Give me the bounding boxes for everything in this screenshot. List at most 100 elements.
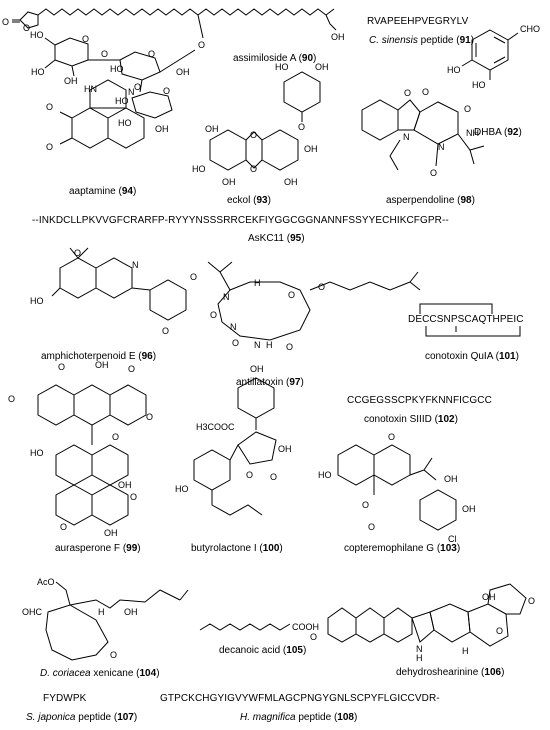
- compound-name: butyrolactone I: [191, 543, 257, 554]
- structure-amphichoterpenoid-e: O N HO O O: [30, 247, 197, 336]
- species-name: S. japonica: [26, 712, 76, 723]
- compound-number: 95: [290, 233, 302, 244]
- atom-n: N: [416, 644, 423, 654]
- atom-ho: HO: [30, 30, 44, 40]
- structure-dehydroshearinine: N H O OH O O H: [310, 583, 535, 663]
- atom-ho: HO: [30, 296, 44, 306]
- compound-number: 103: [440, 543, 457, 554]
- compound-number: 104: [139, 668, 157, 679]
- s-japonica-peptide-sequence: FYDWPK: [43, 693, 87, 704]
- atom-h: H: [254, 278, 261, 288]
- dehydroshearinine-label: dehydroshearinine (106): [396, 667, 505, 678]
- atom-h: H: [416, 653, 423, 663]
- atom-o: O: [163, 86, 170, 96]
- compound-number: 105: [286, 645, 303, 656]
- label-suffix: peptide: [75, 712, 112, 723]
- atom-oh: OH: [64, 76, 78, 86]
- atom-o: O: [130, 492, 137, 502]
- atom-nh: NH: [466, 128, 479, 138]
- compound-number: 101: [498, 351, 516, 362]
- structure-dhba: CHO HO HO: [447, 24, 540, 90]
- atom-oh: OH: [222, 177, 236, 187]
- atom-o: O: [101, 49, 108, 59]
- h-magnifica-peptide-sequence: GTPCKCHGYIGVYWFMLAGCPNGYGNLSCPYFLGICCVDR…: [160, 693, 440, 704]
- atom-oh: OH: [315, 62, 329, 72]
- compound-name: aaptamine: [69, 186, 116, 197]
- atom-o: O: [74, 248, 81, 258]
- compound-number: 91: [459, 35, 471, 46]
- atom-aco: AcO: [37, 577, 55, 587]
- atom-o: O: [128, 364, 135, 374]
- conotoxin-siiid-sequence: CCGEGSSCPKYFKNNFICGCC: [347, 395, 492, 406]
- atom-o: O: [368, 522, 375, 532]
- atom-oh: OH: [118, 480, 132, 490]
- d-coriacea-xenicane-label: D. coriacea xenicane (104): [40, 668, 160, 679]
- compound-number: 96: [141, 351, 153, 362]
- atom-ho: HO: [175, 484, 189, 494]
- aaptamine-label: aaptamine (94): [69, 186, 137, 197]
- conotoxin-quia-label: conotoxin QuIA (101): [425, 351, 519, 362]
- decanoic-acid-label: decanoic acid (105): [219, 645, 307, 656]
- compound-name: conotoxin QuIA: [425, 351, 493, 362]
- atom-o: O: [362, 500, 369, 510]
- atom-o: O: [162, 326, 169, 336]
- conotoxin-siiid-label: conotoxin SIIID (102): [364, 414, 458, 425]
- atom-o: O: [232, 338, 239, 348]
- atom-o: O: [388, 432, 395, 442]
- antillatoxin-label: antillatoxin (97): [236, 377, 304, 388]
- structure-antillatoxin: N N H O O O H N O O: [207, 261, 421, 352]
- atom-ho: HO: [275, 62, 289, 72]
- compound-number: 108: [337, 712, 354, 723]
- compound-name: aurasperone F: [55, 543, 121, 554]
- compound-name: assimiloside A: [233, 53, 296, 64]
- atom-o: O: [318, 282, 325, 292]
- atom-h: H: [266, 340, 273, 350]
- compound-name: dehydroshearinine: [396, 667, 479, 678]
- atom-o: O: [464, 104, 471, 114]
- c-sinensis-peptide-sequence: RVAPEEHPVEGRYLV: [367, 16, 469, 27]
- atom-o: O: [298, 122, 305, 132]
- atom-oh: OH: [284, 177, 298, 187]
- atom-o: O: [134, 82, 141, 92]
- atom-oh: OH: [205, 124, 219, 134]
- compound-name: AsKC11: [248, 233, 284, 244]
- atom-o: O: [2, 17, 9, 27]
- asperpendoline-label: asperpendoline (98): [386, 195, 475, 206]
- compound-name: antillatoxin: [236, 377, 284, 388]
- atom-o: O: [286, 342, 293, 352]
- structure-decanoic-acid: COOH: [199, 622, 319, 632]
- compound-number: 100: [262, 543, 280, 554]
- compound-number: 93: [256, 195, 268, 206]
- label-suffix: xenicane: [90, 668, 134, 679]
- atom-o: O: [404, 88, 411, 98]
- compound-number: 99: [126, 543, 138, 554]
- aurasperone-f-label: aurasperone F (99): [55, 543, 141, 554]
- atom-o: O: [146, 412, 153, 422]
- amphichoterpenoid-e-label: amphichoterpenoid E (96): [41, 351, 157, 362]
- atom-o: O: [82, 34, 89, 44]
- atom-ho: HO: [472, 80, 486, 90]
- compound-name: asperpendoline: [386, 195, 455, 206]
- atom-oh: OH: [304, 144, 318, 154]
- atom-cooh: COOH: [292, 622, 319, 632]
- atom-ho: HO: [318, 470, 332, 480]
- atom-cl: Cl: [448, 534, 457, 544]
- compound-number: 106: [484, 667, 502, 678]
- structure-conotoxin-quia: [419, 303, 521, 337]
- compound-name: decanoic acid: [219, 645, 281, 656]
- atom-o: O: [46, 102, 53, 112]
- conotoxin-quia-sequence: DECCSNPSCAQTHPEIC: [408, 314, 524, 325]
- copteremophilane-g-label: copteremophilane G (103): [344, 543, 461, 554]
- atom-n: N: [132, 260, 139, 270]
- atom-oh: OH: [124, 607, 138, 617]
- atom-oh: OH: [444, 474, 458, 484]
- atom-ho: HO: [110, 64, 124, 74]
- atom-o: O: [23, 23, 30, 33]
- atom-oh: OH: [95, 360, 109, 370]
- compound-name: amphichoterpenoid E: [41, 351, 136, 362]
- atom-o: O: [8, 394, 15, 404]
- atom-o: O: [210, 310, 217, 320]
- structure-aaptamine: HN N O O: [46, 79, 145, 152]
- atom-cho: CHO: [520, 24, 540, 34]
